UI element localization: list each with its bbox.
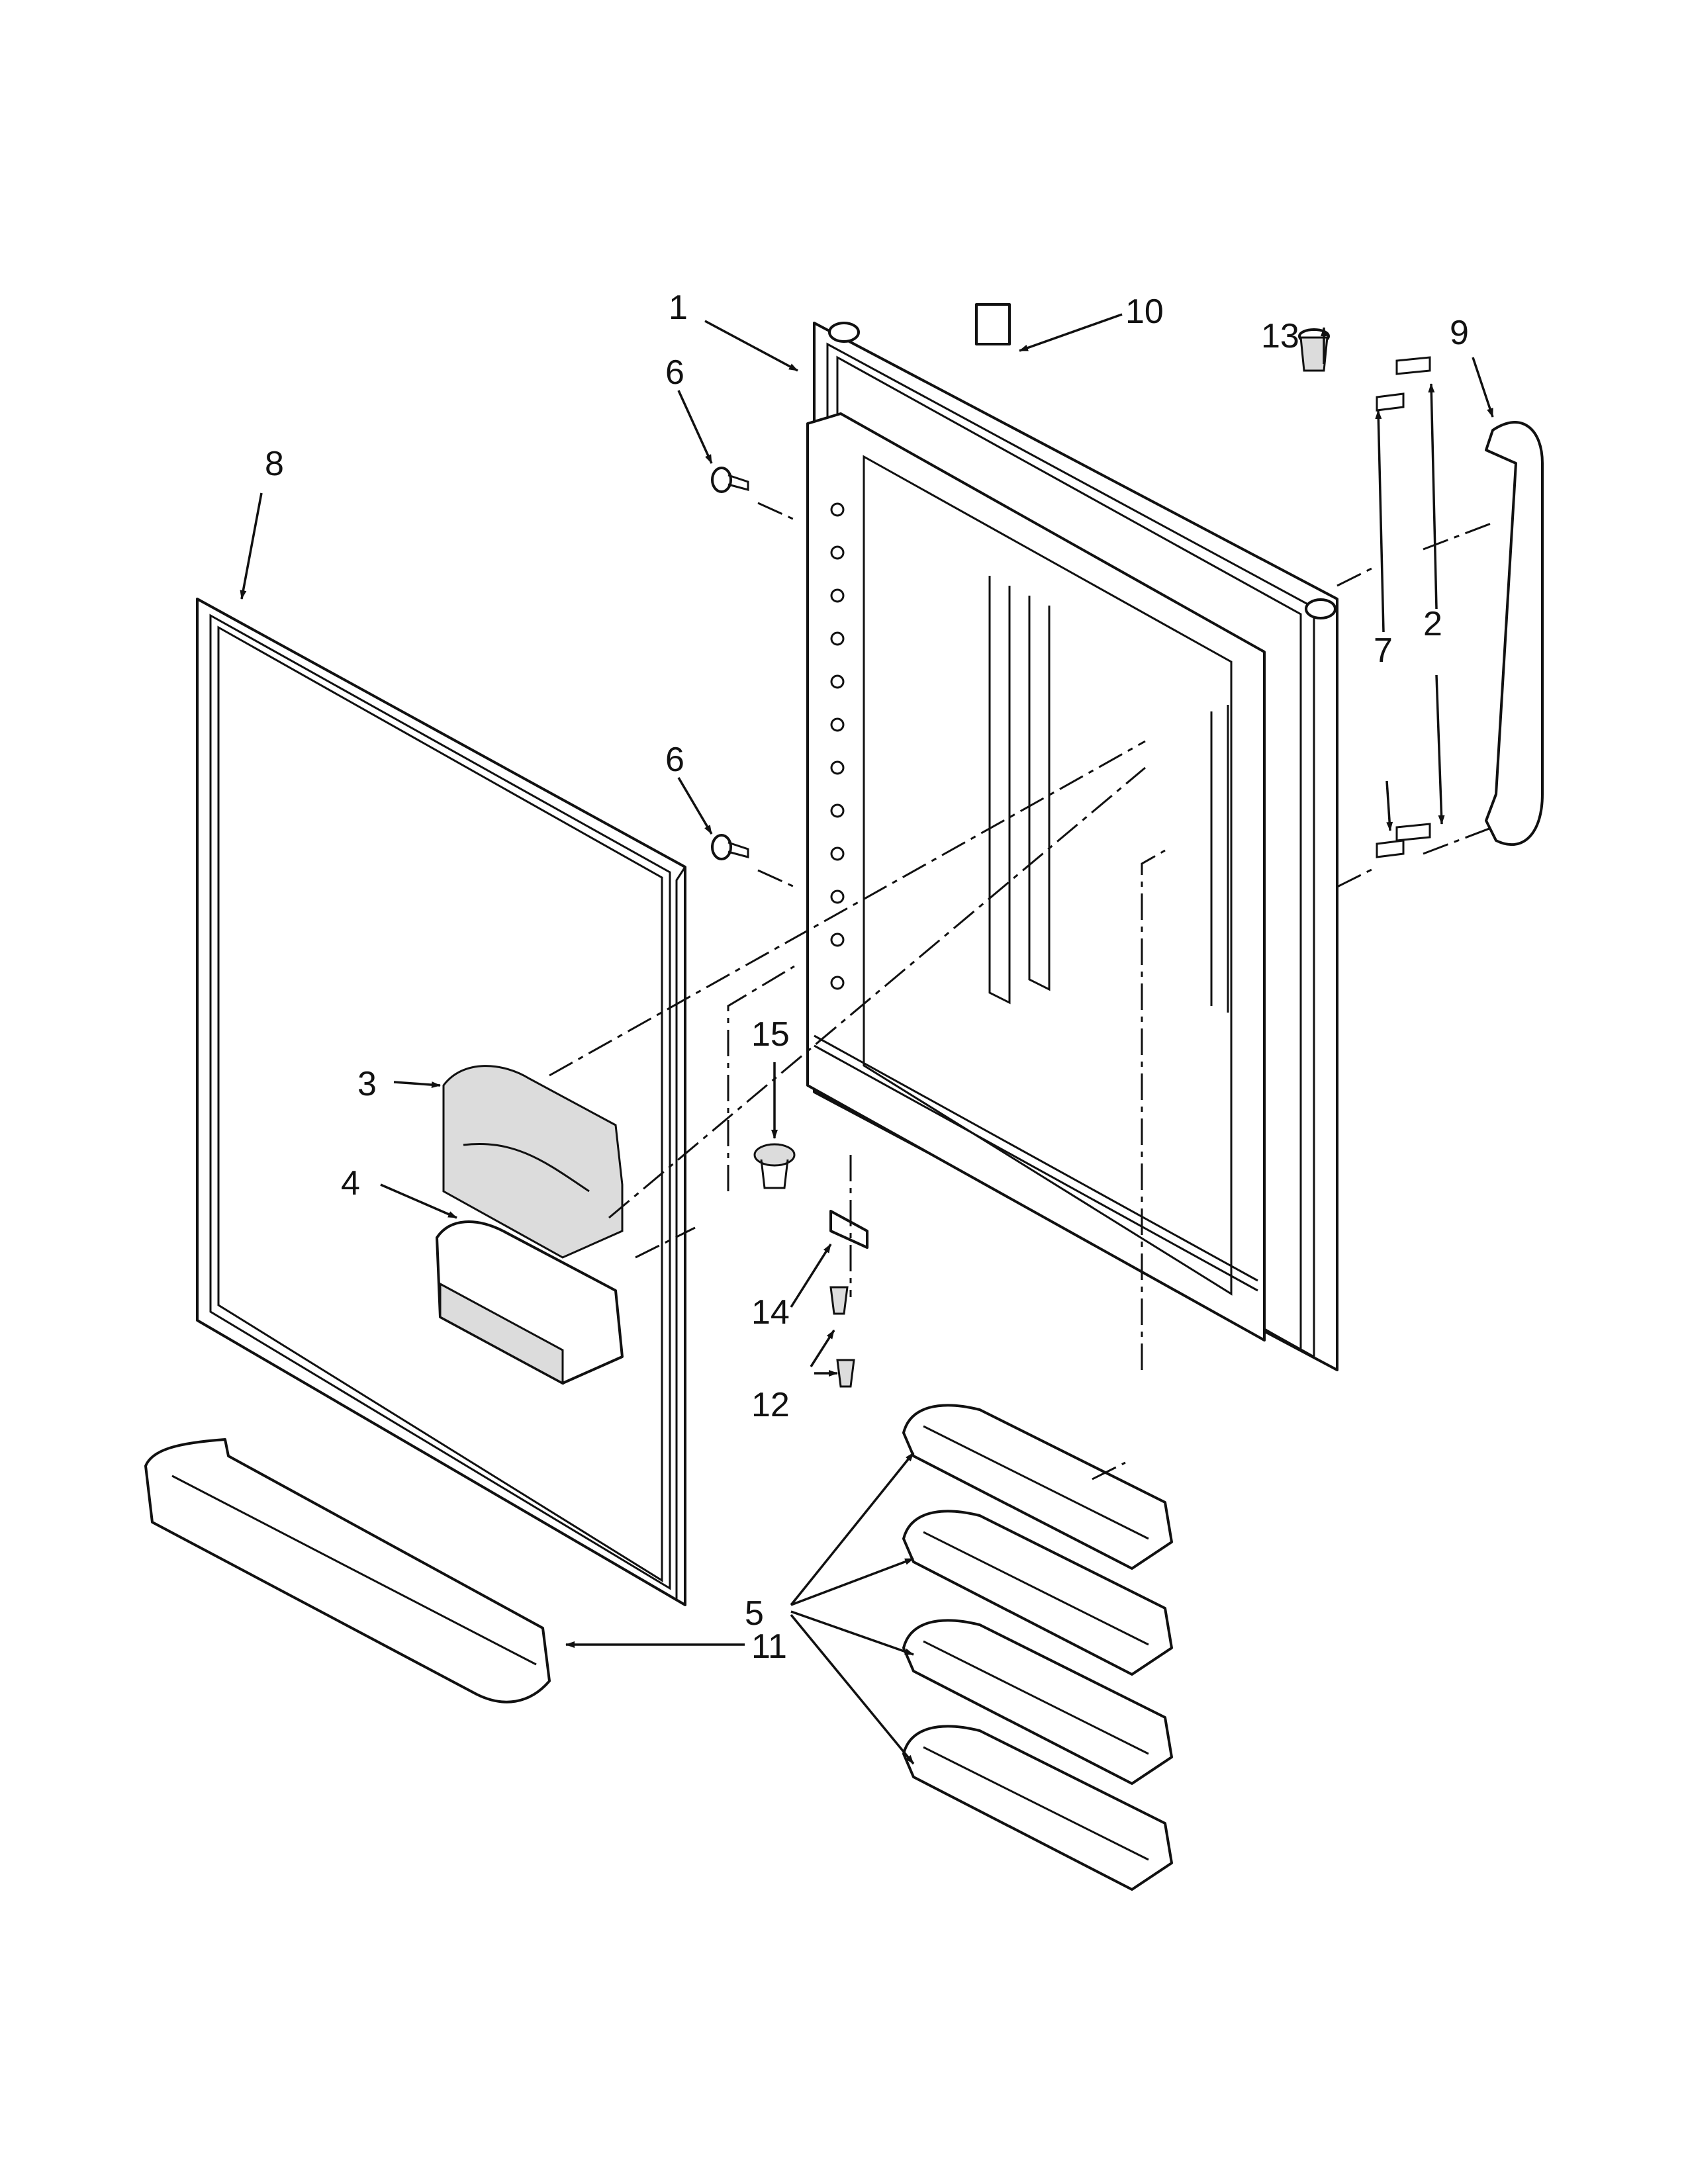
bracket	[829, 1210, 868, 1249]
callout-6-upper: 6	[665, 353, 684, 392]
door-bin-1	[902, 1404, 1173, 1570]
callout-4: 4	[341, 1164, 360, 1203]
door-liner	[806, 322, 1338, 1371]
callout-12: 12	[751, 1386, 790, 1424]
shelf-peg-row	[830, 502, 845, 990]
door-handle	[1485, 421, 1544, 846]
bracket-screws	[829, 1286, 855, 1388]
callout-14: 14	[751, 1293, 790, 1332]
callout-10: 10	[1125, 293, 1164, 331]
callout-15: 15	[751, 1015, 790, 1054]
callout-7: 7	[1374, 631, 1393, 670]
callout-3: 3	[357, 1065, 377, 1103]
door-panel	[196, 598, 686, 1606]
handle-screws	[1376, 356, 1431, 858]
callout-6-lower: 6	[665, 741, 684, 779]
door-bin-3	[902, 1619, 1173, 1785]
hinge-screw-upper	[711, 467, 749, 493]
plug	[1298, 328, 1330, 372]
bottom-bin	[144, 1438, 551, 1704]
callout-2: 2	[1423, 605, 1442, 643]
callout-8: 8	[265, 445, 284, 483]
door-bin-2	[902, 1510, 1173, 1676]
fastener	[753, 1143, 796, 1189]
label-plate	[975, 303, 1011, 345]
dispenser-tray	[436, 1220, 624, 1385]
callout-9: 9	[1450, 314, 1469, 352]
leader-arrows	[240, 313, 1494, 1765]
callout-5: 5	[745, 1594, 764, 1633]
door-bin-4	[902, 1725, 1173, 1891]
callout-1: 1	[669, 289, 688, 327]
hinge-screw-lower	[711, 834, 749, 860]
callout-labels: 1 2 3 4 5 6 6 7 8 9 10 11 12 13 14 15	[265, 289, 1469, 1666]
callout-11: 11	[751, 1627, 787, 1666]
callout-13: 13	[1261, 317, 1299, 355]
